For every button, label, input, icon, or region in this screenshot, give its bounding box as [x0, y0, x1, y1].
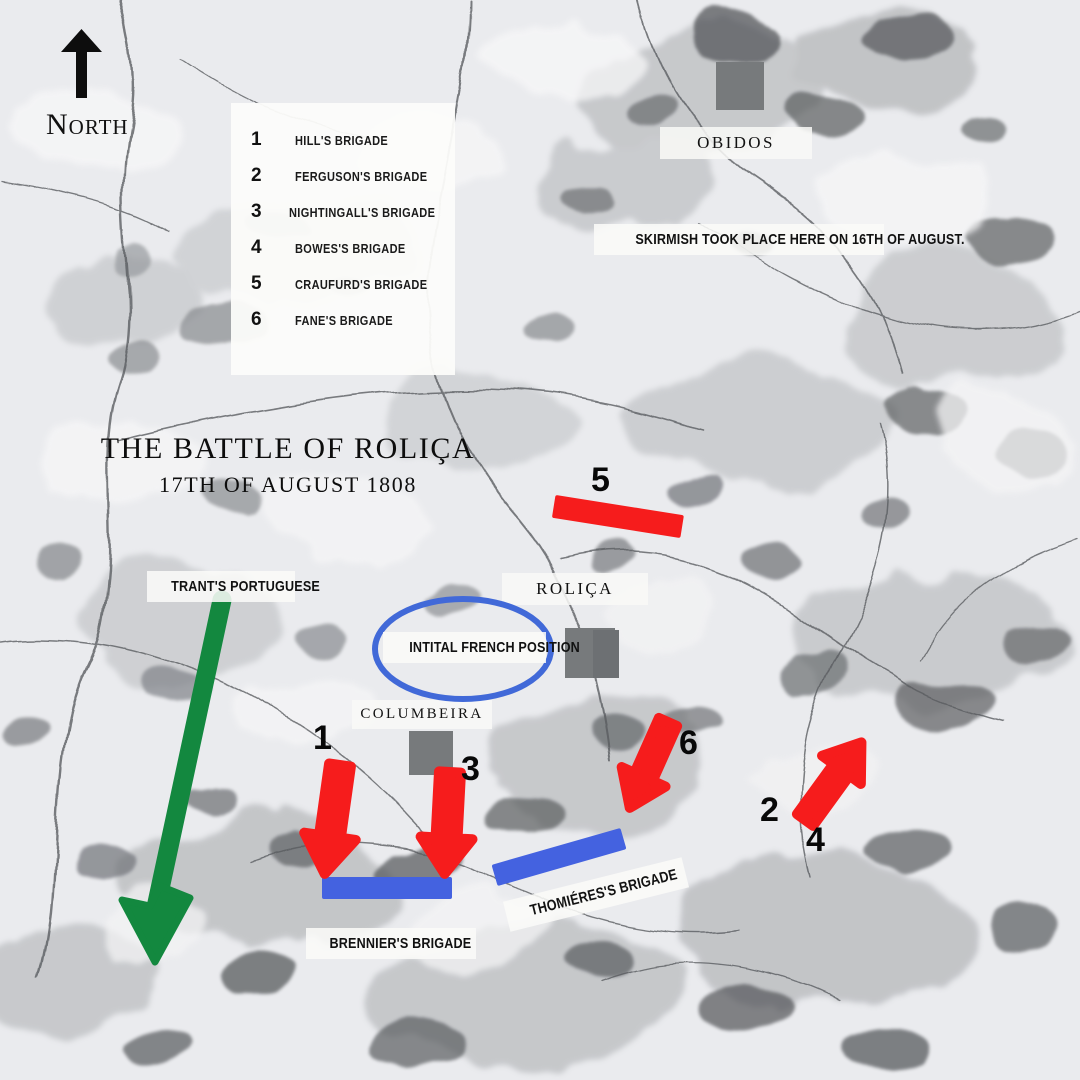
legend-item: 6 FANE'S BRIGADE — [231, 309, 455, 345]
annotation-french-position-text: INTITAL FRENCH POSITION — [409, 639, 580, 656]
attack-arrow-6-fane — [616, 712, 683, 813]
unit-number-6: 6 — [679, 724, 698, 762]
legend-label: FANE'S BRIGADE — [295, 314, 394, 328]
unit-bar-craufurd-5 — [552, 495, 684, 538]
attack-arrow-3-nightingall — [415, 766, 478, 879]
unit-number-3: 3 — [461, 750, 480, 788]
legend-item: 4 BOWES'S BRIGADE — [231, 237, 455, 273]
legend-label: CRAUFURD'S BRIGADE — [295, 278, 428, 292]
compass-rose: North — [28, 24, 168, 141]
unit-bar-brennier — [322, 877, 452, 899]
annotation-skirmish: SKIRMISH TOOK PLACE HERE ON 16TH OF AUGU… — [594, 224, 964, 255]
map-title: THE BATTLE OF ROLIÇA — [100, 432, 476, 465]
attack-arrow-trant-portuguese — [118, 590, 232, 966]
rolica-town-marker-2 — [593, 630, 619, 678]
place-label-obidos: OBIDOS — [660, 127, 812, 159]
legend-number: 2 — [251, 165, 262, 186]
legend-number: 1 — [251, 129, 262, 150]
compass-label: North — [46, 108, 129, 141]
obidos-town-marker — [716, 62, 764, 110]
unit-number-2: 2 — [760, 791, 779, 829]
attack-arrow-2-4-ferguson-bowes — [791, 737, 867, 831]
annotation-skirmish-text: SKIRMISH TOOK PLACE HERE ON 16TH OF AUGU… — [635, 231, 965, 248]
unit-number-4: 4 — [806, 821, 825, 859]
north-arrow-icon — [61, 29, 102, 98]
legend-item: 3 NIGHTINGALL'S BRIGADE — [231, 201, 455, 237]
legend-label: HILL'S BRIGADE — [295, 134, 389, 148]
map-subtitle: 17TH OF AUGUST 1808 — [159, 472, 417, 497]
legend-number: 6 — [251, 309, 262, 330]
legend-number: 3 — [251, 201, 262, 222]
unit-bar-thomieres — [492, 828, 626, 886]
legend-number: 5 — [251, 273, 262, 294]
legend-label: BOWES'S BRIGADE — [295, 242, 406, 256]
legend-label: NIGHTINGALL'S BRIGADE — [288, 206, 436, 220]
map-title-block: THE BATTLE OF ROLIÇA 17TH OF AUGUST 1808 — [88, 432, 488, 498]
annotation-brennier-text: BRENNIER'S BRIGADE — [329, 935, 472, 952]
annotation-trant-text: TRANT'S PORTUGUESE — [171, 578, 321, 595]
attack-arrow-1-hill — [299, 758, 361, 879]
legend-item: 2 FERGUSON'S BRIGADE — [231, 165, 455, 201]
unit-number-1: 1 — [313, 719, 332, 757]
legend-item: 1 HILL'S BRIGADE — [231, 129, 455, 165]
unit-number-5: 5 — [591, 461, 610, 499]
annotation-trant: TRANT'S PORTUGUESE — [147, 571, 320, 602]
legend-label: FERGUSON'S BRIGADE — [295, 170, 428, 184]
legend-number: 4 — [251, 237, 262, 258]
place-label-rolica: ROLIÇA — [502, 573, 648, 605]
french-position-ellipse — [372, 596, 554, 702]
place-label-columbeira: COLUMBEIRA — [352, 700, 492, 729]
legend-item: 5 CRAUFURD'S BRIGADE — [231, 273, 455, 309]
brigade-legend: 1 HILL'S BRIGADE 2 FERGUSON'S BRIGADE 3 … — [231, 103, 455, 375]
annotation-brennier: BRENNIER'S BRIGADE — [306, 928, 476, 959]
annotation-french-position: INTITAL FRENCH POSITION — [383, 632, 580, 663]
